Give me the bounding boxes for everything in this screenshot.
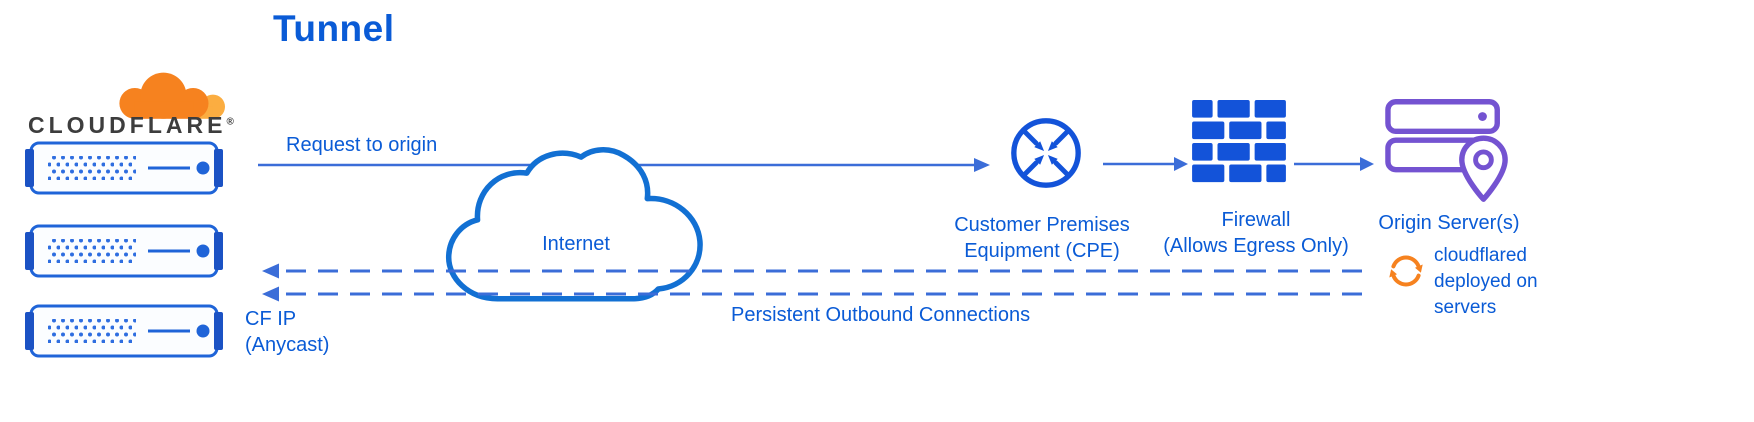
persistent-arrowhead-2: [262, 286, 279, 302]
persistent-outbound-label: Persistent Outbound Connections: [731, 304, 1031, 326]
logo-cloud-main: [119, 72, 209, 119]
persistent-arrowhead-1: [262, 263, 279, 279]
request-to-origin-label: Request to origin: [286, 134, 438, 156]
firewall-icon: [1192, 100, 1286, 183]
cpe-to-firewall-arrowhead: [1174, 157, 1188, 171]
internet-cloud-icon: [445, 147, 703, 302]
request-arrowhead: [974, 158, 990, 172]
cf-ip-anycast-label: CF IP (Anycast): [245, 308, 330, 356]
cpe-router-icon: [1011, 118, 1081, 188]
firewall-label: Firewall (Allows Egress Only): [1163, 209, 1349, 257]
cloudflare-wordmark: CLOUDFLARE®: [28, 112, 243, 139]
internet-label: Internet: [542, 233, 610, 255]
cloudflare-logo-icon: [119, 72, 225, 119]
firewall-to-origin-arrowhead: [1360, 157, 1374, 171]
wordmark-text: CLOUDFLARE: [28, 112, 227, 138]
cpe-label: Customer Premises Equipment (CPE): [954, 214, 1130, 262]
edge-server-icon-1: [24, 140, 224, 196]
cloudflared-label: cloudflared deployed on servers: [1434, 245, 1538, 318]
cloudflared-sync-icon: [1389, 255, 1423, 287]
registered-mark: ®: [226, 116, 234, 128]
origin-servers-label: Origin Server(s): [1378, 212, 1520, 234]
origin-server-icon: [1385, 99, 1508, 202]
edge-server-icon-3: [24, 303, 224, 359]
location-pin-icon: [1459, 135, 1508, 202]
edge-server-icon-2: [24, 223, 224, 279]
diagram-title: Tunnel: [273, 8, 395, 49]
